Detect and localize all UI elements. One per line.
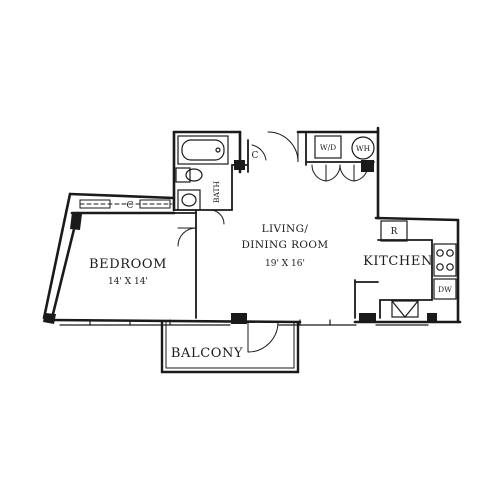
water-heater-icon	[351, 136, 375, 160]
bedroom-closet	[79, 199, 173, 209]
washer-dryer-icon	[314, 135, 342, 159]
bathtub-icon	[177, 135, 229, 165]
bedroom-size: 14' X 14'	[108, 277, 148, 287]
stove-icon	[433, 243, 457, 277]
water-heater-label: WH	[356, 144, 371, 153]
exterior-walls	[42, 126, 462, 324]
south-windows	[59, 319, 429, 326]
balcony-outline	[160, 320, 300, 374]
living-label-line2: DINING ROOM	[241, 239, 328, 251]
bedroom-label: BEDROOM	[89, 257, 167, 272]
kitchen-label: KITCHEN	[363, 254, 433, 269]
washer-dryer-label: W/D	[320, 143, 336, 152]
living-size: 19' X 16'	[265, 259, 305, 269]
living-label-line1: LIVING/	[262, 223, 309, 235]
toilet-icon	[175, 167, 203, 183]
door-swings	[177, 131, 369, 353]
columns	[43, 160, 437, 324]
dishwasher-icon	[433, 278, 457, 300]
bath-closet-label: C	[252, 151, 259, 161]
dishwasher-label: DW	[438, 285, 452, 294]
kitchen-sink-icon	[391, 300, 419, 318]
balcony-label: BALCONY	[171, 346, 243, 361]
sink-icon	[177, 189, 201, 211]
bedroom-closet-label: C	[127, 201, 134, 211]
refrigerator-label: R	[391, 227, 398, 237]
bath-label: BATH	[212, 181, 221, 204]
refrigerator-icon	[380, 220, 408, 242]
